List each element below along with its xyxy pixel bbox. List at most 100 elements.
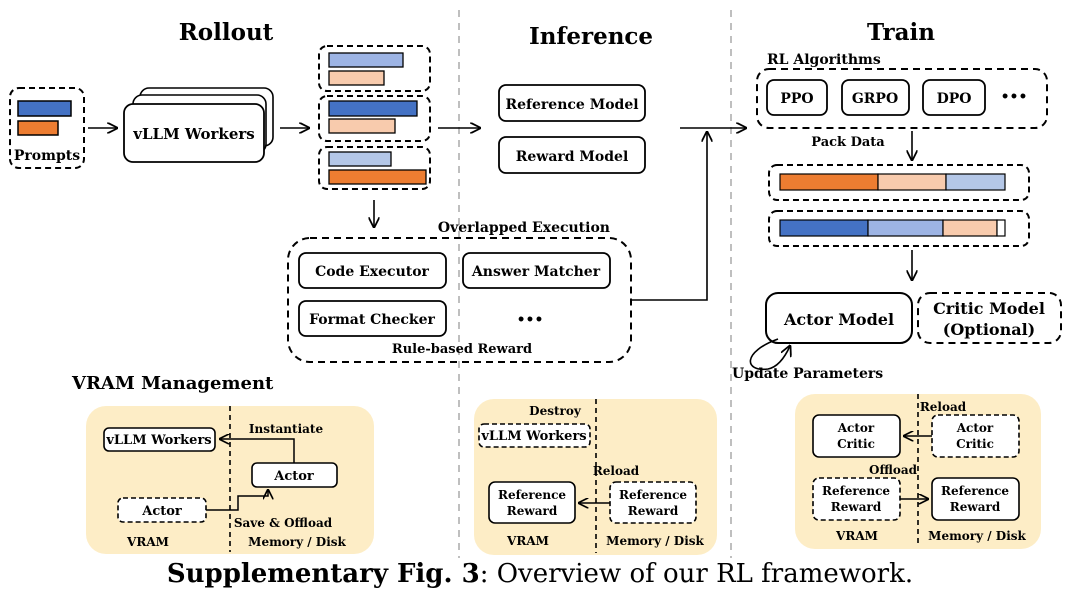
rollout-samples [318,45,431,190]
p3-tr-line1: Actor [956,421,994,435]
prompts-box [9,87,85,169]
rule-based-reward-label: Rule-based Reward [392,342,532,357]
p2-vram-label: VRAM [506,534,549,548]
p3-ref-reward-right-box [931,477,1020,521]
critic-model-label: Critic Model [933,299,1045,318]
actor-model-box [765,292,913,344]
vram-panel-train: Reload Actor Critic Actor Critic Offload… [795,394,1041,549]
p3-br-line1: Reference [941,484,1009,498]
p2-memory-label: Memory / Disk [606,534,704,548]
vram-management-title: VRAM Management [71,373,274,394]
inference-title: Inference [529,23,653,50]
p2-reload-label: Reload [593,464,640,478]
p1-instantiate-label: Instantiate [249,422,324,436]
prompt-bar-orange [17,120,59,136]
arrow-rules-to-train [631,132,707,301]
rl-algorithms-group [756,68,1048,129]
reference-model-box [498,84,646,122]
packed-segment [942,219,998,237]
p3-bl-line2: Reward [831,500,882,514]
algorithm-box-dpo [922,79,986,116]
packed-box-1 [768,164,1030,201]
train-title: Train [867,19,935,46]
p3-bl-line1: Reference [822,484,890,498]
vllm-workers-label: vLLM Workers [132,125,254,143]
sample-bar [328,70,385,86]
update-parameters-label: Update Parameters [732,366,883,382]
reward-model-box [498,136,646,174]
prompts-label: Prompts [14,148,80,164]
p2-ref-reward-left-box [488,481,576,524]
p3-tr-line2: Critic [956,437,994,451]
p3-actor-critic-right-box [931,414,1020,458]
sample-bar [328,52,404,68]
p1-vllm-label: vLLM Workers [105,433,211,448]
p2-left-line2: Reward [507,504,558,518]
p3-tl-line2: Critic [837,437,875,451]
vram-panel-inference: Destroy vLLM Workers Reload Reference Re… [474,399,717,555]
rule-ellipsis: ••• [517,312,544,328]
p1-actor-right-box [251,462,338,488]
p1-actor-right-label: Actor [273,469,314,484]
algorithm-label: DPO [937,91,972,107]
p1-save-offload-label: Save & Offload [234,516,333,530]
p1-vram-label: VRAM [126,535,169,549]
caption-label: Supplementary Fig. 3 [166,559,480,589]
p3-tl-line1: Actor [837,421,875,435]
p2-destroy-label: Destroy [529,404,582,418]
sample-bar [328,151,392,167]
p3-br-line2: Reward [950,500,1001,514]
sample-bar [328,118,396,134]
code-executor-label: Code Executor [315,264,429,280]
vllm-card-front [123,103,265,163]
algorithm-box-ppo [766,79,828,116]
sample-box-1 [318,45,431,92]
prompts-group: Prompts [9,87,85,169]
p2-right-line1: Reference [619,488,687,502]
algorithm-box-grpo [841,79,910,116]
sample-box-2 [318,95,431,142]
rl-algorithms-label: RL Algorithms [767,52,881,68]
p3-actor-critic-left-box [812,414,901,458]
packed-segment [877,173,947,191]
algorithm-ellipsis: ••• [1001,89,1028,105]
p1-actor-left-label: Actor [141,504,182,519]
p2-right-line2: Reward [628,504,679,518]
packed-data [768,164,1030,247]
p2-vllm-label: vLLM Workers [480,429,586,444]
packed-box-2 [768,210,1030,247]
p1-save-arrow [206,490,268,511]
p2-left-line1: Reference [498,488,566,502]
vram-panel-rollout: vLLM Workers Instantiate Actor Actor Sav… [86,406,374,554]
sample-box-3 [318,146,431,190]
caption-text: : Overview of our RL framework. [479,559,914,589]
p1-vllm-box [103,427,216,452]
p1-instantiate-arrow [220,439,295,463]
prompt-bar-blue [17,100,72,117]
critic-optional-label: (Optional) [943,320,1035,339]
rollout-title: Rollout [179,19,274,46]
p2-vllm-box [478,423,591,448]
p3-offload-label: Offload [869,463,918,477]
algorithm-label: GRPO [852,91,898,107]
p3-vram-label: VRAM [835,529,878,543]
answer-matcher-label: Answer Matcher [471,264,601,280]
format-checker-label: Format Checker [309,312,435,328]
update-parameters-loop [749,338,790,371]
packed-segment [996,219,1006,237]
packed-segment [779,173,879,191]
actor-model-label: Actor Model [783,310,894,329]
packed-segment [779,219,869,237]
p1-memory-label: Memory / Disk [248,535,346,549]
code-executor-box [298,252,447,289]
p3-memory-label: Memory / Disk [928,529,1026,543]
sample-bar [328,100,418,117]
packed-segment [945,173,1006,191]
format-checker-box [298,300,447,337]
vllm-workers-stack: vLLM Workers [123,87,274,163]
figure-caption: Supplementary Fig. 3: Overview of our RL… [0,559,1080,589]
pack-data-label: Pack Data [811,135,885,150]
sample-bar [328,169,427,185]
algorithm-label: PPO [780,91,813,107]
